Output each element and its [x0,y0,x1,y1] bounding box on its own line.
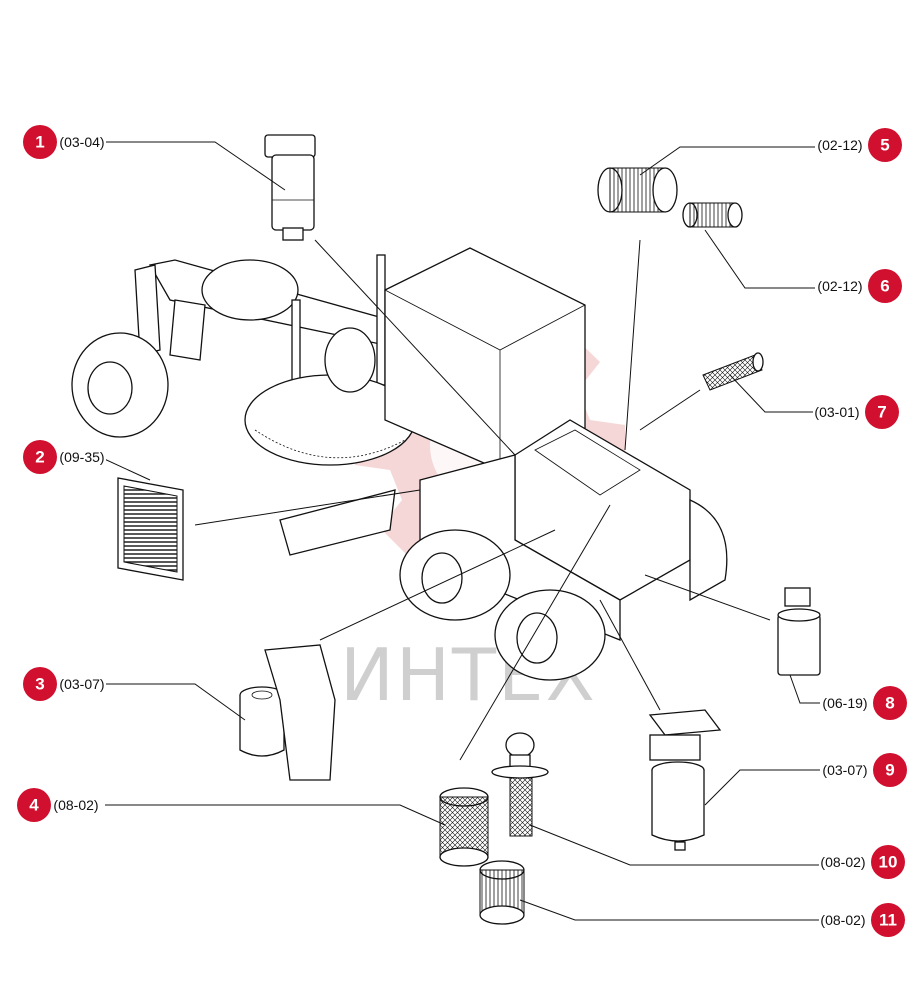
svg-text:6: 6 [880,277,889,296]
svg-text:11: 11 [879,911,897,930]
callout-ref: (08-02) [53,797,98,813]
air-filter-inner-icon [682,202,743,228]
callout-ref: (08-02) [820,912,865,928]
callout-number-badge: 9 [873,753,907,787]
svg-text:4: 4 [29,796,39,815]
callout-number-badge: 11 [871,903,905,937]
callout-6: (02-12) 6 [816,269,902,303]
grader-machine [71,247,728,681]
callout-ref: (02-12) [817,137,862,153]
callout-number-badge: 8 [873,686,907,720]
callout-number-badge: 3 [23,667,57,701]
callout-3: (03-07) 3 [23,667,106,701]
callout-number-badge: 2 [23,440,57,474]
fuel-filter-icon [264,134,316,241]
callout-ref: (06-19) [822,695,867,711]
callout-ref: (03-07) [59,676,104,692]
svg-text:3: 3 [35,675,44,694]
svg-text:5: 5 [880,136,889,155]
callout-ref: (03-04) [59,134,104,150]
callout-5: (02-12) 5 [816,128,902,162]
callout-7: (03-01) 7 [813,395,899,429]
fuel-water-separator-icon [648,709,722,851]
callout-number-badge: 7 [865,395,899,429]
callout-2: (09-35) 2 [23,440,106,474]
breather-filter-icon [491,732,549,837]
svg-text:2: 2 [35,448,44,467]
callout-9: (03-07) 9 [821,753,907,787]
callout-number-badge: 6 [868,269,902,303]
callout-number-badge: 5 [868,128,902,162]
callout-4: (08-02) 4 [17,788,100,822]
oil-filter-icon [239,644,336,781]
return-filter-icon [479,860,525,925]
cabin-air-filter-icon [117,477,184,581]
callout-ref: (09-35) [59,449,104,465]
callout-8: (06-19) 8 [821,686,907,720]
callout-labels: (03-04) 1 (09-35) 2 (03-07) 3 (08-02) 4 (02-12) 5… [17,125,907,937]
callout-ref: (02-12) [817,278,862,294]
svg-text:7: 7 [877,403,886,422]
leader-lines [99,141,820,921]
callout-ref: (03-07) [822,762,867,778]
callout-ref: (08-02) [820,854,865,870]
callout-1: (03-04) 1 [23,125,106,159]
callout-10: (08-02) 10 [819,845,905,879]
hydraulic-filter-icon [439,787,489,867]
callout-number-badge: 1 [23,125,57,159]
svg-text:10: 10 [879,853,898,872]
callout-ref: (03-01) [814,404,859,420]
air-filter-outer-icon [597,167,678,213]
transmission-filter-icon [777,587,821,676]
callout-11: (08-02) 11 [819,903,905,937]
svg-text:8: 8 [885,694,894,713]
fuel-strainer-icon [702,352,764,391]
callout-number-badge: 4 [17,788,51,822]
svg-text:1: 1 [35,133,44,152]
callout-number-badge: 10 [871,845,905,879]
svg-text:9: 9 [885,761,894,780]
